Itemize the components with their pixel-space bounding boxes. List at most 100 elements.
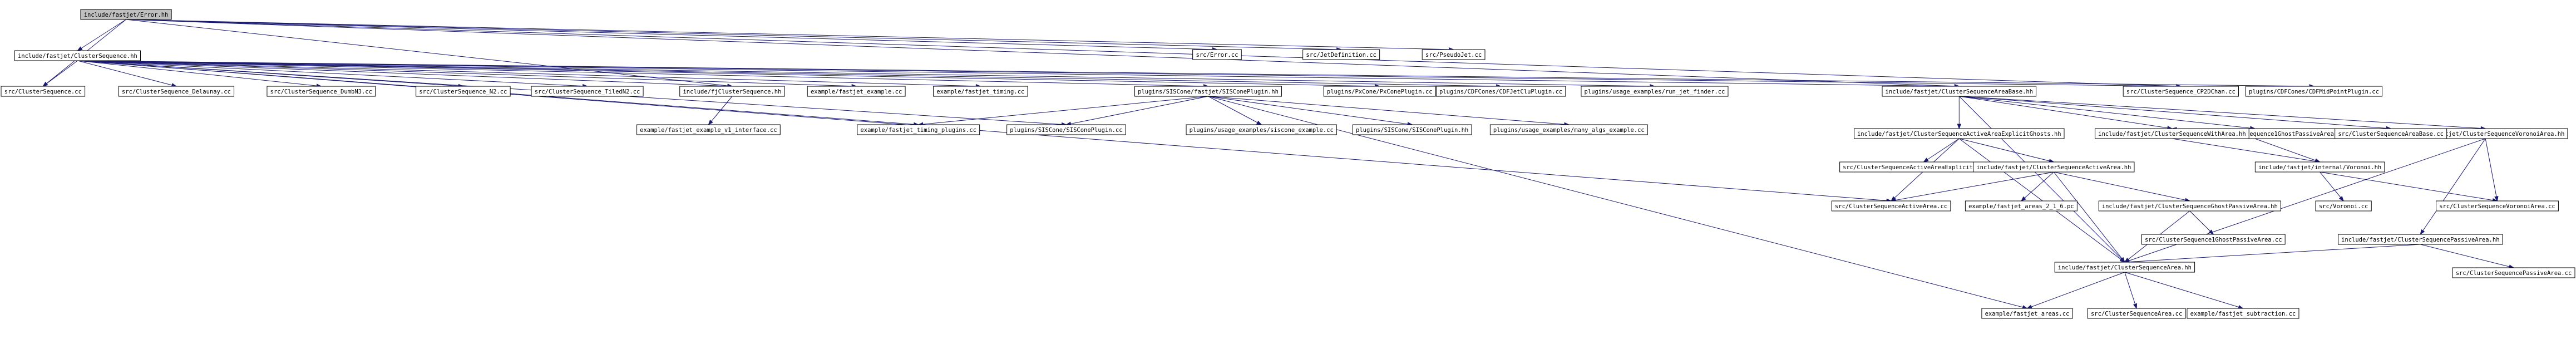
node-n12[interactable]: example/fastjet_timing.cc: [933, 86, 1028, 97]
node-box: [2335, 128, 2447, 139]
edge-line: [77, 60, 732, 87]
node-n5[interactable]: src/ClusterSequence.cc: [1, 86, 86, 97]
edge-line: [126, 19, 1454, 50]
edge-line: [2124, 272, 2243, 309]
node-n0[interactable]: include/fastjet/Error.hh: [80, 9, 172, 20]
edge-n32-n36: [2054, 171, 2191, 202]
nodes-layer: include/fastjet/Error.hh include/fastjet/…: [1, 9, 2575, 319]
node-label: src/ClusterSequence1GhostPassiveArea.cc: [2145, 237, 2282, 243]
edge-n41-n45: [2124, 272, 2244, 309]
node-n42[interactable]: src/ClusterSequencePassiveArea.cc: [2452, 267, 2575, 278]
edge-line: [1959, 138, 2054, 163]
node-label: src/ClusterSequence_DumbN3.cc: [270, 89, 372, 95]
edge-line: [2021, 171, 2054, 202]
node-n7[interactable]: src/ClusterSequence_DumbN3.cc: [267, 86, 376, 97]
edge-line: [2124, 244, 2421, 263]
edge-line: [2054, 171, 2190, 202]
node-label: include/fastjet/ClusterSequenceActiveAre…: [1857, 131, 2061, 137]
node-n34[interactable]: src/ClusterSequenceActiveArea.cc: [1831, 200, 1951, 212]
node-n29[interactable]: include/fastjet/ClusterSequenceWithArea.…: [2095, 128, 2249, 139]
node-label: include/fastjet/ClusterSequence.hh: [18, 53, 137, 60]
edge-arrowhead: [42, 81, 48, 87]
edge-n29-n33: [2172, 138, 2321, 164]
node-n15[interactable]: plugins/CDFCones/CDFJetCluPlugin.cc: [1435, 86, 1566, 97]
edge-line: [1958, 138, 2125, 263]
node-n32[interactable]: include/fastjet/ClusterSequenceActiveAre…: [1973, 161, 2135, 173]
node-n9[interactable]: src/ClusterSequence_TiledN2.cc: [531, 86, 644, 97]
node-box: [80, 9, 172, 20]
edge-n28-n40: [2420, 138, 2486, 235]
node-n2[interactable]: src/Error.cc: [1192, 49, 1242, 60]
node-n10[interactable]: include/fjClusterSequence.hh: [679, 86, 785, 97]
node-n33[interactable]: include/fastjet/internal/Voronoi.hh: [2254, 161, 2385, 173]
edge-arrowhead: [708, 120, 713, 126]
node-n40[interactable]: include/fastjet/ClusterSequencePassiveAr…: [2338, 234, 2503, 245]
node-n30[interactable]: src/ClusterSequenceAreaBase.cc: [2335, 128, 2447, 139]
node-n1[interactable]: include/fastjet/ClusterSequence.hh: [14, 50, 141, 61]
edge-n13-n24: [1208, 96, 1413, 126]
edge-line: [1959, 96, 2172, 129]
node-n24[interactable]: plugins/SISCone/SISConePlugin.hh: [1352, 124, 1472, 135]
node-box: [2123, 86, 2239, 97]
edge-n0-n4: [126, 19, 1455, 52]
edge-n17-n41: [1958, 96, 2125, 263]
node-box: [2436, 200, 2559, 212]
node-box: [2338, 234, 2503, 245]
node-label: example/fastjet_areas.cc: [1985, 311, 2070, 317]
node-n36[interactable]: include/fastjet/ClusterSequenceGhostPass…: [2098, 200, 2281, 212]
node-n16[interactable]: plugins/usage_examples/run_jet_finder.cc: [1581, 86, 1729, 97]
node-n45[interactable]: example/fastjet_subtraction.cc: [2187, 308, 2299, 319]
node-label: example/fastjet_timing.cc: [936, 89, 1024, 95]
node-label: src/ClusterSequenceActiveArea.cc: [1835, 203, 1947, 210]
node-n17[interactable]: include/fastjet/ClusterSequenceAreaBase.…: [1882, 86, 2037, 97]
node-n11[interactable]: example/fastjet_example.cc: [807, 86, 906, 97]
node-label: plugins/usage_examples/run_jet_finder.cc: [1585, 89, 1725, 95]
edge-n13-n43: [1208, 96, 2028, 309]
node-box: [857, 124, 980, 135]
node-label: include/fjClusterSequence.hh: [683, 89, 781, 95]
node-n43[interactable]: example/fastjet_areas.cc: [1981, 308, 2073, 319]
node-label: src/ClusterSequenceArea.cc: [2091, 311, 2182, 317]
node-label: include/fastjet/ClusterSequenceWithArea.…: [2098, 131, 2246, 137]
node-n18[interactable]: src/ClusterSequence_CP2DChan.cc: [2123, 86, 2239, 97]
node-box: [1965, 200, 2077, 212]
edge-line: [126, 19, 1341, 50]
edge-line: [77, 60, 1655, 87]
node-n23[interactable]: plugins/usage_examples/siscone_example.c…: [1186, 124, 1337, 135]
node-label: example/fastjet_timing_plugins.cc: [860, 127, 976, 134]
node-n38[interactable]: src/ClusterSequenceVoronoiArea.cc: [2436, 200, 2559, 212]
edge-n1-n5: [42, 60, 78, 87]
node-box: [1323, 86, 1436, 97]
node-label: src/ClusterSequence_CP2DChan.cc: [2126, 89, 2236, 95]
node-n19[interactable]: plugins/CDFCones/CDFMidPointPlugin.cc: [2245, 86, 2383, 97]
edge-line: [2254, 138, 2320, 163]
node-n14[interactable]: plugins/PxCone/PxConePlugin.cc: [1323, 86, 1436, 97]
node-n4[interactable]: src/PseudoJet.cc: [1422, 49, 1486, 60]
node-n25[interactable]: plugins/usage_examples/many_algs_example…: [1489, 124, 1648, 135]
node-n21[interactable]: example/fastjet_timing_plugins.cc: [857, 124, 980, 135]
node-n44[interactable]: src/ClusterSequenceArea.cc: [2087, 308, 2186, 319]
node-label: example/fastjet_subtraction.cc: [2190, 311, 2296, 317]
node-n37[interactable]: src/Voronoi.cc: [2315, 200, 2372, 212]
node-box: [1489, 124, 1648, 135]
edge-arrowhead: [2120, 257, 2125, 263]
node-n3[interactable]: src/JetDefinition.cc: [1302, 49, 1380, 60]
node-n41[interactable]: include/fastjet/ClusterSequenceArea.hh: [2054, 262, 2195, 273]
edge-line: [126, 19, 733, 87]
node-n13[interactable]: plugins/SISCone/fastjet/SISConePlugin.hh: [1134, 86, 1282, 97]
node-n22[interactable]: plugins/SISCone/SISConePlugin.cc: [1006, 124, 1126, 135]
node-label: example/fastjet_example.cc: [811, 89, 902, 95]
edge-n26-n41: [1958, 138, 2126, 263]
node-n26[interactable]: include/fastjet/ClusterSequenceActiveAre…: [1854, 128, 2065, 139]
edge-n13-n22: [1065, 96, 1208, 126]
node-label: plugins/SISCone/SISConePlugin.hh: [1356, 127, 1468, 134]
edge-n17-n29: [1959, 96, 2173, 130]
node-n35[interactable]: example/fastjet_areas_2_1_6.pc: [1965, 200, 2077, 212]
node-label: plugins/SISCone/fastjet/SISConePlugin.hh: [1138, 89, 1279, 95]
node-n20[interactable]: example/fastjet_example_v1_interface.cc: [636, 124, 781, 135]
edge-n0-n10: [126, 19, 733, 88]
node-n8[interactable]: src/ClusterSequence_N2.cc: [416, 86, 511, 97]
node-n39[interactable]: src/ClusterSequence1GhostPassiveArea.cc: [2141, 234, 2286, 245]
node-n6[interactable]: src/ClusterSequence_Delaunay.cc: [118, 86, 235, 97]
